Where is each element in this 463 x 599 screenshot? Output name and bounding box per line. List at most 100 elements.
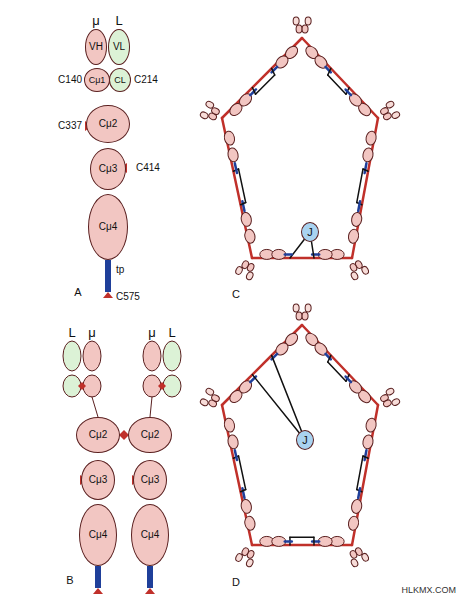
- fab-domain: [296, 25, 302, 33]
- fab-domain: [293, 17, 299, 25]
- callout-label: μ: [88, 326, 96, 339]
- disulfide-link: [363, 169, 368, 171]
- disulfide-link: [272, 68, 275, 75]
- domain-ellipse: Cμ4: [88, 194, 128, 260]
- domain-label: Cμ3: [99, 164, 118, 174]
- domain-ellipse: [365, 130, 377, 146]
- panel-letter: B: [66, 575, 73, 586]
- fab-domain: [391, 111, 401, 120]
- domain-label: Cμ4: [141, 530, 160, 540]
- fab-domain: [293, 304, 299, 312]
- domain-ellipse: [240, 212, 253, 228]
- tailpiece-bar: [365, 163, 367, 173]
- fab-domain: [302, 312, 308, 320]
- panel-letter: A: [74, 287, 81, 298]
- domain-ellipse: [223, 130, 236, 146]
- disulfide-link: [241, 203, 246, 205]
- domain-ellipse: VL: [108, 29, 130, 65]
- disulfide-link: [239, 169, 246, 203]
- disulfide-link: [357, 169, 363, 203]
- domain-ellipse: VH: [85, 29, 107, 65]
- domain-ellipse: [143, 341, 161, 371]
- fab-domain: [205, 387, 215, 396]
- fab-domain: [350, 271, 359, 281]
- disulfide-diamond: [158, 382, 166, 390]
- hinge-line: [92, 397, 98, 417]
- disulfide-link: [256, 75, 275, 94]
- watermark: HLKMX.COM: [401, 586, 456, 595]
- disulfide-link: [313, 537, 315, 545]
- pentamer-edge: [222, 38, 302, 118]
- domain-label: Cμ3: [141, 475, 160, 485]
- domain-label: Cμ3: [89, 475, 108, 485]
- fab-domain: [385, 100, 395, 109]
- domain-label: CL: [114, 76, 126, 85]
- tailpiece-bar: [312, 540, 319, 543]
- callout-label: C337: [58, 121, 82, 131]
- fab-domain: [305, 17, 311, 25]
- domain-ellipse: [365, 417, 377, 433]
- panel-letter: D: [232, 577, 240, 588]
- domain-ellipse: [240, 499, 253, 515]
- domain-ellipse: Cμ1: [84, 68, 110, 92]
- fab-domain: [235, 266, 244, 276]
- callout-label: C414: [136, 163, 160, 173]
- domain-ellipse: [163, 341, 181, 371]
- callout-label: L: [115, 14, 122, 27]
- domain-ellipse: [347, 228, 359, 244]
- tailpiece-bar: [346, 90, 351, 96]
- j-chain-link: [272, 355, 305, 440]
- domain-ellipse: [244, 515, 257, 531]
- domain-ellipse: Cμ2: [128, 417, 172, 453]
- callout-label: C575: [116, 292, 140, 302]
- domain-ellipse: Cμ3: [133, 460, 167, 500]
- domain-ellipse: Cμ3: [81, 460, 115, 500]
- pentamer-edge: [302, 325, 378, 405]
- callout-label: μ: [92, 14, 100, 27]
- domain-label: Cμ2: [99, 119, 118, 129]
- fab-domain: [382, 112, 392, 121]
- disulfide-link: [328, 75, 346, 94]
- tailpiece-bar: [365, 450, 367, 460]
- callout-label: C214: [134, 75, 158, 85]
- cysteine-triangle: [145, 588, 155, 594]
- disulfide-link: [290, 536, 314, 538]
- fab-domain: [205, 100, 215, 109]
- domain-ellipse: [83, 341, 101, 371]
- panel-letter: C: [232, 289, 240, 300]
- fab-domain: [199, 398, 209, 407]
- domain-ellipse: [63, 341, 81, 371]
- fab-domain: [385, 387, 395, 396]
- tailpiece-bar: [235, 450, 237, 460]
- domain-label: Cμ4: [89, 530, 108, 540]
- disulfide-link: [239, 456, 246, 490]
- fab-domain: [302, 25, 308, 33]
- fab-domain: [199, 111, 209, 120]
- fab-domain: [361, 552, 370, 562]
- disulfide-link: [328, 68, 331, 75]
- tailpiece-bar: [105, 260, 111, 292]
- domain-ellipse: [347, 515, 359, 531]
- domain-ellipse: [350, 499, 362, 515]
- callout-label: C140: [58, 75, 82, 85]
- disulfide-diamond: [78, 382, 86, 390]
- callout-label: tp: [116, 265, 124, 275]
- domain-label: VH: [89, 42, 103, 52]
- domain-label: J: [302, 435, 308, 446]
- hinge-line: [150, 397, 152, 417]
- tailpiece-bar: [235, 163, 237, 173]
- fab-domain: [245, 558, 254, 568]
- disulfide-link: [252, 88, 255, 95]
- domain-ellipse: Cμ4: [79, 504, 117, 566]
- domain-ellipse: [362, 434, 374, 450]
- tailpiece-bar: [95, 566, 101, 588]
- tailpiece-bar: [358, 488, 360, 498]
- domain-ellipse: [227, 434, 240, 450]
- domain-ellipse: [223, 417, 236, 433]
- disulfide-link: [241, 490, 246, 492]
- fab-domain: [361, 265, 370, 275]
- tailpiece-bar: [358, 201, 360, 211]
- domain-ellipse: Cμ2: [76, 417, 120, 453]
